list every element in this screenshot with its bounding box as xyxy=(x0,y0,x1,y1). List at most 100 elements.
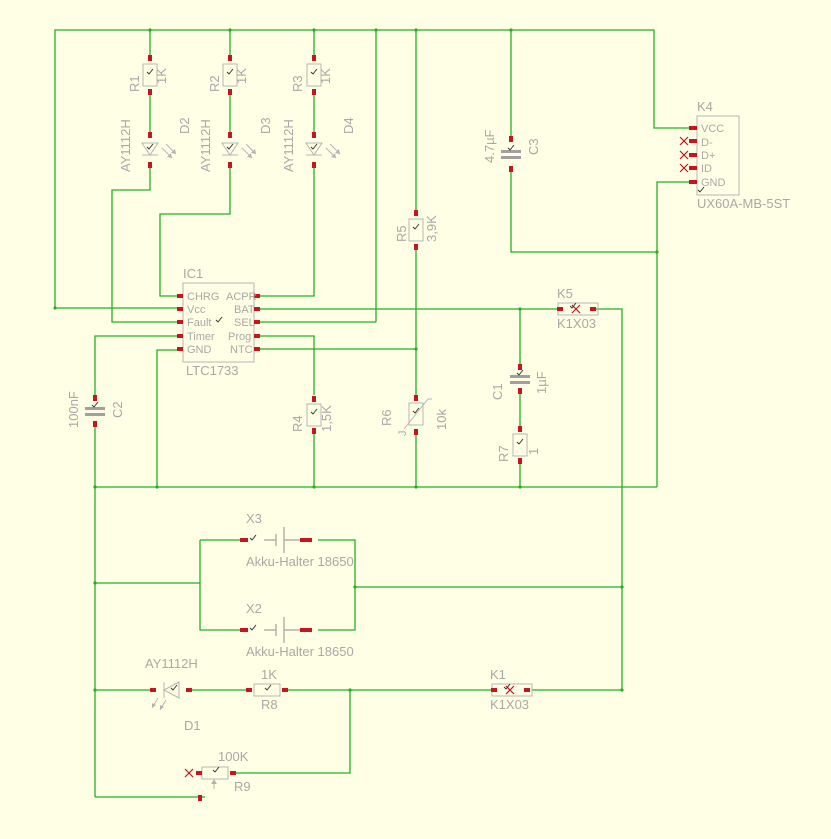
led-triangle xyxy=(162,681,180,699)
junction-dot xyxy=(509,28,513,32)
wire-d4-acpr xyxy=(256,165,315,297)
pad xyxy=(689,180,697,184)
origin-mark xyxy=(226,68,234,75)
junction-dot xyxy=(414,347,418,351)
d3-ref: D3 xyxy=(258,117,273,134)
junction-dot xyxy=(518,485,522,489)
pad xyxy=(518,388,522,394)
pad xyxy=(312,55,316,61)
pad xyxy=(177,307,183,311)
pad xyxy=(150,688,156,692)
r6-value: 10k xyxy=(434,409,449,430)
ic1-pin-ntc: NTC xyxy=(230,344,253,356)
junction-dot xyxy=(374,28,378,32)
ic1-pin-bat: BAT xyxy=(234,304,255,316)
resistor-body xyxy=(306,403,322,427)
junction-dot xyxy=(148,28,152,32)
pad xyxy=(689,139,697,143)
ic1-pin-fault: Fault xyxy=(187,317,211,329)
cap-plate xyxy=(85,413,105,416)
c1-ref: C1 xyxy=(490,383,505,400)
pad xyxy=(689,166,697,170)
origin-mark xyxy=(310,68,318,75)
pad xyxy=(518,458,522,464)
k4-ref: K4 xyxy=(697,99,713,114)
resistor-r5 xyxy=(408,210,424,250)
junction-dot xyxy=(353,585,357,589)
thermistor-slash xyxy=(403,398,429,430)
junction-dot xyxy=(414,28,418,32)
capacitor-c2 xyxy=(85,395,105,427)
pad xyxy=(300,628,312,632)
wire-x3-right xyxy=(318,539,356,631)
r4-value: 1,5K xyxy=(319,405,334,432)
pad xyxy=(148,132,152,138)
pad xyxy=(282,688,288,692)
led-arrow-head xyxy=(152,703,156,708)
r8-value: 1K xyxy=(261,667,277,682)
resistor-body xyxy=(222,63,238,87)
r6-marker: J xyxy=(397,431,409,437)
thermistor-body xyxy=(408,402,424,426)
k5-value: K1X03 xyxy=(557,316,596,331)
wire-d2-fault xyxy=(111,165,183,323)
resistor-body xyxy=(512,433,528,457)
cap-plate xyxy=(501,156,521,159)
capacitor-c3 xyxy=(501,136,521,172)
pad xyxy=(689,126,697,130)
pad xyxy=(230,771,236,775)
labels: R1 1K R2 1K R3 1K AY1112H D2 AY1112H D3 … xyxy=(66,68,790,794)
junction-dot xyxy=(53,306,57,310)
pad xyxy=(228,132,232,138)
origin-mark xyxy=(516,438,524,445)
resistor-body xyxy=(142,63,158,87)
junction-dot xyxy=(655,250,659,254)
junction-dot xyxy=(312,28,316,32)
r6-ref: R6 xyxy=(379,409,394,426)
nc-mark xyxy=(679,136,689,146)
origin-mark xyxy=(170,684,178,691)
origin-mark xyxy=(516,369,524,376)
r3-value: 1K xyxy=(318,68,333,84)
origin-mark xyxy=(569,302,577,309)
junction-dot xyxy=(620,688,624,692)
r1-value: 1K xyxy=(154,68,169,84)
led-arrow-head xyxy=(247,153,252,158)
r5-ref: R5 xyxy=(394,225,409,242)
connector-k1 xyxy=(491,683,533,697)
junction-dot xyxy=(93,688,97,692)
pad xyxy=(557,307,563,311)
pad xyxy=(177,334,183,338)
junction-dot xyxy=(93,581,97,585)
pad xyxy=(491,688,497,692)
x2-value: Akku-Halter 18650 xyxy=(246,644,354,659)
origin-mark xyxy=(249,624,257,631)
pad xyxy=(254,307,260,311)
led-d4 xyxy=(305,132,341,168)
pot-body xyxy=(201,766,229,780)
junction-dot xyxy=(518,307,522,311)
origin-mark xyxy=(697,186,705,193)
pad xyxy=(312,396,316,402)
resistor-r3 xyxy=(306,55,322,95)
pad xyxy=(312,132,316,138)
origin-mark xyxy=(226,143,234,150)
k4-value: UX60A-MB-5ST xyxy=(697,196,790,211)
pad xyxy=(414,395,418,401)
k4-pin-dminus: D- xyxy=(701,137,713,149)
potentiometer-r9 xyxy=(184,766,236,801)
r9-value: 100K xyxy=(218,749,249,764)
junction-dot xyxy=(620,585,624,589)
origin-mark xyxy=(412,407,420,414)
d3-value: AY1112H xyxy=(198,119,213,172)
pad xyxy=(689,153,697,157)
k1-ref: K1 xyxy=(490,667,506,682)
resistor-body xyxy=(408,218,424,242)
pad xyxy=(590,307,596,311)
nc-mark xyxy=(679,150,689,160)
capacitor-c1 xyxy=(510,364,530,394)
nc-mark xyxy=(679,163,689,173)
pad xyxy=(177,294,183,298)
